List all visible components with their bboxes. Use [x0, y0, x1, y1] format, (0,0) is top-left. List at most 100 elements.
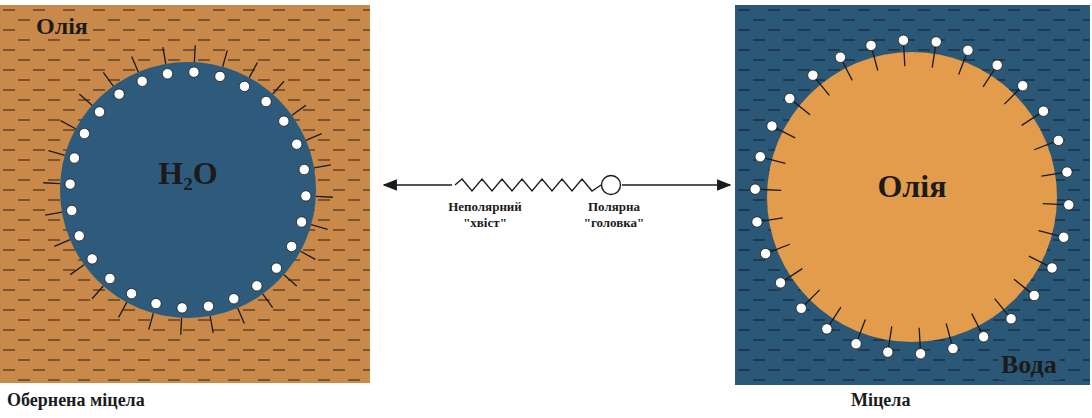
surfactant-head	[1047, 263, 1057, 273]
surfactant-tail	[223, 50, 228, 66]
surfactant-head	[137, 76, 147, 86]
surfactant-tail	[972, 314, 982, 333]
surfactant-head	[1029, 290, 1039, 300]
surfactant-head	[785, 93, 795, 103]
surfactant-head	[978, 332, 988, 342]
surfactant-head	[296, 217, 306, 227]
surfactant-tail	[889, 326, 892, 347]
surfactant-tail	[300, 251, 315, 259]
panel-fill	[0, 5, 370, 383]
surfactant-tail	[70, 265, 84, 275]
surfactant-head	[760, 248, 770, 258]
surfactant-head	[822, 324, 832, 334]
surfactant-head	[292, 139, 302, 149]
panel-fill	[735, 5, 1090, 385]
surfactant-head	[1062, 167, 1072, 177]
surfactant-head	[931, 37, 941, 47]
surfactant-tail	[163, 47, 166, 64]
surfactant-tail	[816, 79, 829, 95]
surfactant-tail	[316, 196, 333, 198]
surfactant-head	[215, 71, 225, 81]
surfactant-head	[229, 294, 239, 304]
surfactant-tail	[872, 50, 877, 70]
medium-label: Олія	[33, 13, 91, 39]
surfactant-head	[69, 153, 79, 163]
surfactant-tail	[770, 244, 790, 252]
surfactant-head	[114, 89, 124, 99]
core-label: Олія	[874, 169, 949, 204]
surfactant-head	[835, 52, 845, 62]
surfactant-head	[252, 281, 262, 291]
part-label: Неполярний "хвіст"	[428, 199, 542, 230]
surfactant-tail	[119, 302, 127, 317]
surfactant-head	[1053, 135, 1063, 145]
micelle-core	[60, 62, 316, 318]
surfactant-head	[151, 298, 161, 308]
surfactant-tail	[79, 94, 92, 105]
surfactant-head	[299, 164, 309, 174]
surfactant-tail	[983, 69, 994, 87]
nonpolar-tail	[455, 179, 601, 191]
surfactant-tail	[284, 275, 297, 286]
surfactant-tail	[946, 323, 951, 343]
micelle-core	[767, 52, 1057, 342]
surfactant-tail	[1043, 204, 1064, 205]
surfactant-tail	[765, 158, 785, 163]
surfactant-tail	[311, 225, 327, 230]
surfactant-head	[767, 121, 777, 131]
surfactant-head	[750, 184, 760, 194]
pointer-arrow	[384, 184, 452, 186]
surfactant-head	[87, 254, 97, 264]
surfactant-tail	[959, 55, 966, 75]
panel-caption: Обернена міцела	[4, 391, 148, 411]
surfactant-tail	[249, 63, 257, 78]
surfactant-head	[1006, 314, 1016, 324]
surfactant-head	[796, 303, 806, 313]
surfactant-tail	[314, 165, 331, 168]
surfactant-head	[301, 191, 311, 201]
surfactant-head	[74, 231, 84, 241]
surfactant-head	[755, 152, 765, 162]
surfactant-tail	[1041, 173, 1062, 176]
surfactant-head	[883, 347, 893, 357]
surfactant-head	[65, 179, 75, 189]
surfactant-head	[963, 45, 973, 55]
surfactant-head	[203, 301, 213, 311]
oil-panel: ОліяОбернена міцелаH₂O	[0, 5, 370, 383]
surfactant-head	[162, 69, 172, 79]
surfactant-head	[261, 96, 271, 106]
surfactant-tail	[132, 56, 139, 72]
oil-core: Олія	[767, 52, 1057, 342]
surfactant-tail	[785, 269, 803, 280]
surfactant-head	[775, 278, 785, 288]
surfactant-head	[67, 205, 77, 215]
surfactant-tail	[180, 318, 182, 335]
surfactant-tail	[48, 151, 64, 156]
surfactant-tail	[306, 134, 322, 141]
surfactant-head	[866, 40, 876, 50]
surfactant-head	[271, 263, 281, 273]
surfactant-head	[239, 81, 249, 91]
surfactant-head	[126, 288, 136, 298]
surfactant-tail	[292, 105, 306, 115]
surfactant-tail	[45, 212, 62, 215]
surfactant-tail	[858, 319, 865, 339]
polar-head	[602, 176, 621, 195]
surfactant-tail	[995, 299, 1008, 315]
surfactant-tail	[103, 72, 113, 86]
surfactant-tail	[919, 328, 920, 349]
surfactant-head	[851, 339, 861, 349]
surfactant-head	[1038, 106, 1048, 116]
water-core: H₂O	[60, 62, 316, 318]
surfactant-tail	[43, 182, 60, 184]
surfactant-head	[1064, 200, 1074, 210]
surfactant-head	[189, 67, 199, 77]
surfactant-tail	[1034, 142, 1054, 150]
surfactant-head	[752, 217, 762, 227]
surfactant-tail	[61, 121, 76, 129]
dash-texture	[735, 5, 1090, 385]
surfactant-tail	[1014, 279, 1030, 292]
surfactant-tail	[776, 128, 795, 137]
surfactant-head	[992, 60, 1002, 70]
